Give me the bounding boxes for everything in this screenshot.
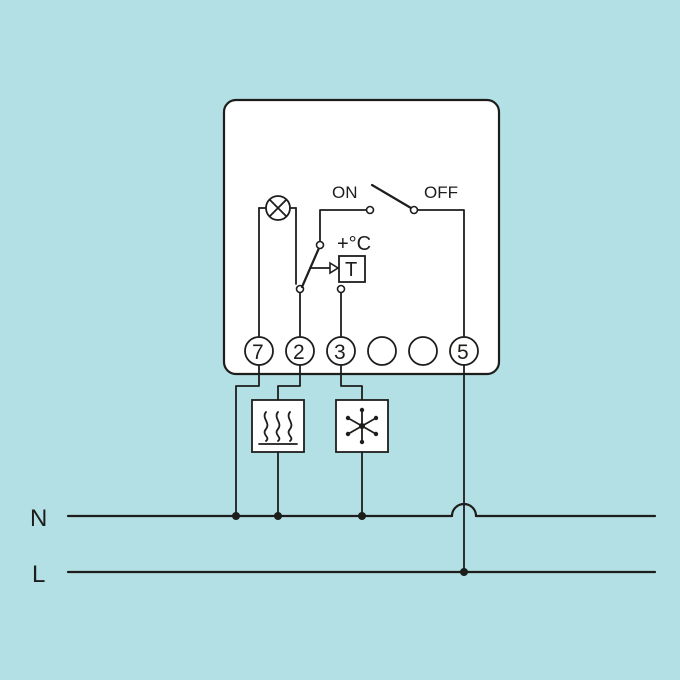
- terminal-7-to-neutral: [235, 364, 260, 517]
- temperature-label: +°C: [337, 233, 371, 255]
- junction-neutral-terminal-7: [232, 512, 240, 520]
- terminal-3-label: 3: [334, 341, 346, 364]
- indicator-lamp-icon: [265, 195, 291, 221]
- switch-feed-wire: [319, 209, 367, 242]
- terminal-2-label: 2: [293, 341, 305, 364]
- terminal-7-label: 7: [252, 341, 264, 364]
- actuator-arrow-icon: [329, 261, 340, 275]
- junction-live-terminal-5: [460, 568, 468, 576]
- terminal-2-to-heater: [277, 364, 301, 401]
- switch-off-label: OFF: [424, 183, 458, 202]
- switch-on-label: ON: [332, 183, 358, 202]
- neutral-label: N: [30, 505, 47, 532]
- terminal-empty-2: [408, 336, 438, 366]
- terminal-block: 7 2 3 5: [244, 336, 479, 366]
- contact-cool-point: [336, 284, 346, 294]
- thermostat-housing: [222, 98, 501, 376]
- terminal-3-to-cooler: [340, 364, 363, 401]
- terminal-empty-1: [367, 336, 397, 366]
- junction-neutral-cooler: [358, 512, 366, 520]
- contact-heat-point: [315, 240, 325, 250]
- temperature-sensor-box: [338, 255, 366, 283]
- cooling-snowflake-icon: [335, 399, 389, 453]
- switch-on-contact: [365, 205, 375, 215]
- terminal-2: 2: [285, 336, 315, 366]
- switch-off-contact: [409, 205, 419, 215]
- heating-icon: [251, 399, 305, 453]
- temperature-sensor-label: T: [345, 259, 357, 281]
- terminal-7: 7: [244, 336, 274, 366]
- live-label: L: [32, 561, 45, 588]
- terminal-3: 3: [326, 336, 356, 366]
- junction-neutral-heater: [274, 512, 282, 520]
- terminal-5: 5: [449, 336, 479, 366]
- switch-output-wire: [417, 209, 465, 338]
- onoff-switch-lever: [370, 183, 413, 210]
- terminal-5-label: 5: [457, 341, 469, 364]
